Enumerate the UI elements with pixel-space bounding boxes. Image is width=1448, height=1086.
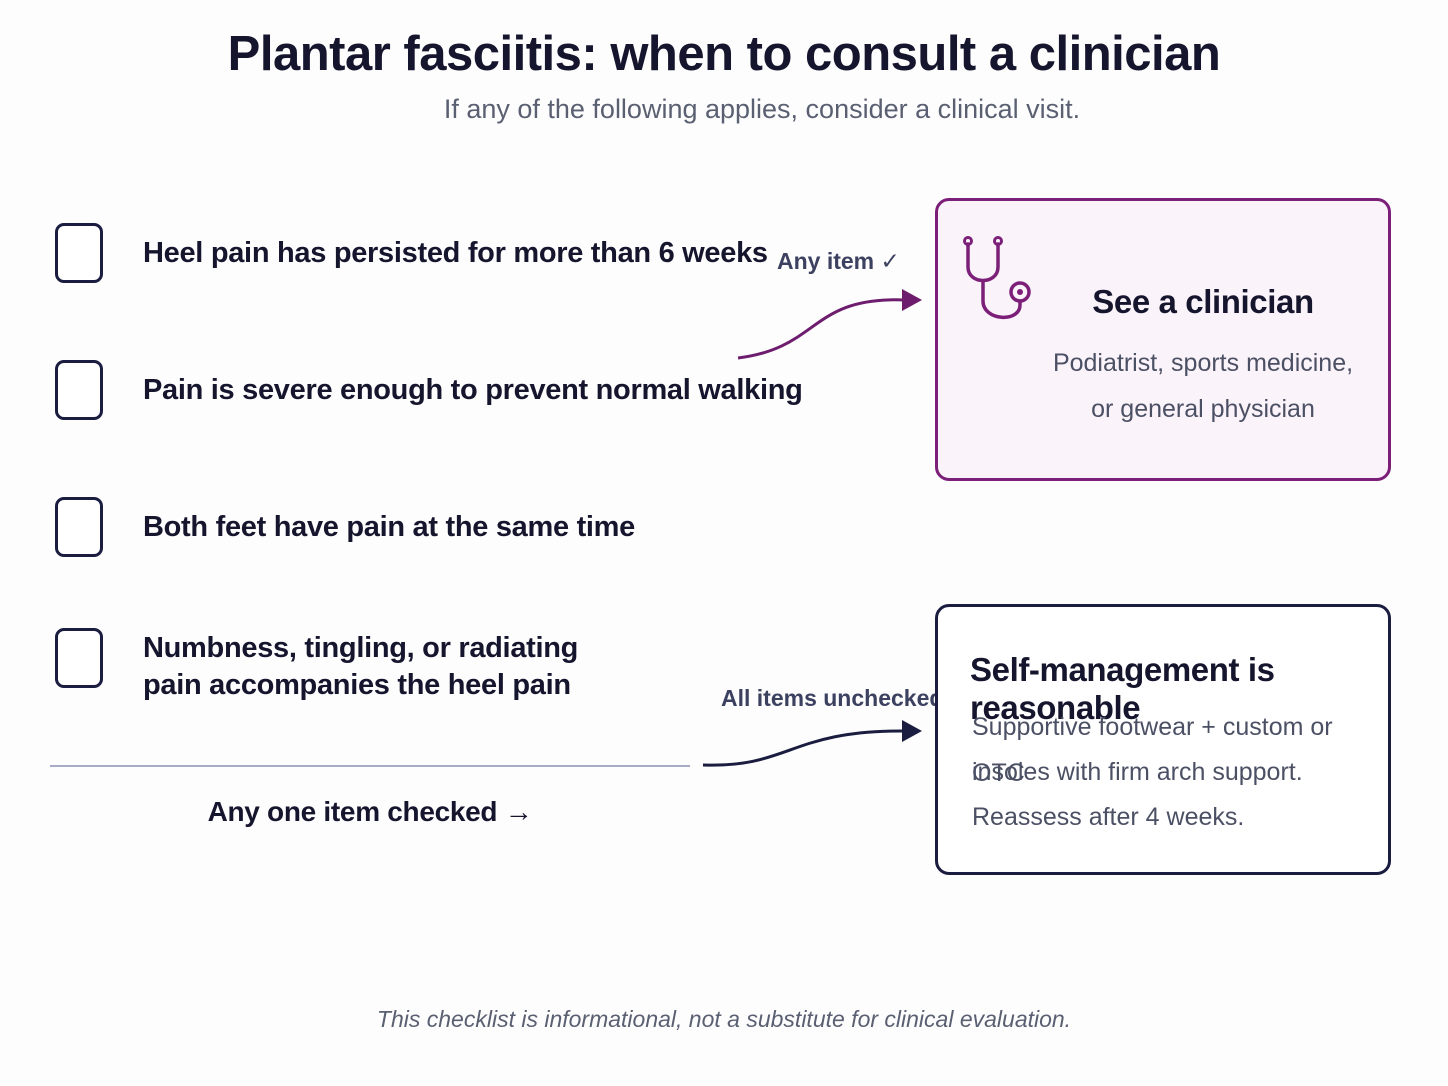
arrow-to-self-management xyxy=(702,729,906,767)
clinician-heading: See a clinician xyxy=(1092,283,1314,320)
checklist-item-label: Numbness, tingling, or radiating pain ac… xyxy=(143,632,579,701)
clinician-body-line2: or general physician xyxy=(1091,395,1315,423)
self-management-heading: Self-management is reasonable xyxy=(970,651,1275,726)
footer-disclaimer: This checklist is informational, not a s… xyxy=(376,1006,1072,1032)
arrow-to-clinician xyxy=(737,298,906,360)
stethoscope-icon xyxy=(963,236,1031,320)
outcome-card-self-management: Self-management is reasonable Supportive… xyxy=(935,604,1391,875)
checklist-item-duration[interactable]: Heel pain has persisted for more than 6 … xyxy=(55,223,768,283)
checkbox[interactable] xyxy=(55,628,103,688)
checklist-item-label: Heel pain has persisted for more than 6 … xyxy=(143,237,768,269)
checklist-item-label: Pain is severe enough to prevent normal … xyxy=(143,374,803,406)
checklist-summary: Any one item checked → xyxy=(207,796,533,827)
checklist-item-severity[interactable]: Pain is severe enough to prevent normal … xyxy=(55,360,803,420)
checklist-item-numbness[interactable]: Numbness, tingling, or radiating pain ac… xyxy=(55,628,603,704)
self-management-body-line3: Reassess after 4 weeks. xyxy=(972,803,1245,831)
connector-label-all-unchecked: All items unchecked xyxy=(721,685,944,711)
checkbox[interactable] xyxy=(55,223,103,283)
arrow-head-self-management xyxy=(902,720,922,742)
clinician-body-line1: Podiatrist, sports medicine, xyxy=(1052,349,1354,377)
page-title: Plantar fasciitis: when to consult a cli… xyxy=(227,27,1221,81)
outcome-card-clinician: See a clinician Podiatrist, sports medic… xyxy=(935,198,1391,481)
self-management-body-line1: Supportive footwear + custom or OTC xyxy=(972,713,1333,787)
checklist-divider xyxy=(50,765,690,767)
connector-label-any-item: Any item ✓ xyxy=(777,248,900,274)
page-subtitle: If any of the following applies, conside… xyxy=(443,94,1081,124)
arrow-head-clinician xyxy=(902,289,922,311)
checkbox[interactable] xyxy=(55,360,103,420)
self-management-body-line2: insoles with firm arch support. xyxy=(972,758,1303,786)
checkbox[interactable] xyxy=(55,497,103,557)
checklist-item-bilateral[interactable]: Both feet have pain at the same time xyxy=(55,497,635,557)
checklist-item-label: Both feet have pain at the same time xyxy=(143,511,635,543)
